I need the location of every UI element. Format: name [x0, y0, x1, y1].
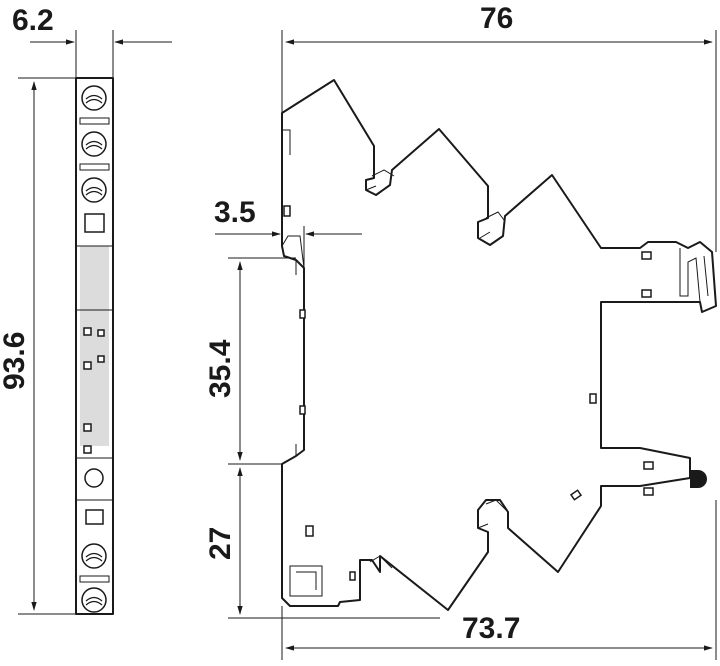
side-view: 76 3.5 35.4 27 73.7 — [204, 2, 717, 660]
dimension-height: 93.6 — [0, 332, 31, 390]
screw-terminal-icon — [81, 543, 107, 569]
release-button-icon — [84, 468, 104, 488]
front-view-grey-band — [80, 246, 109, 446]
led-indicator-icon — [690, 470, 707, 488]
label-window — [84, 213, 105, 233]
screw-terminal-icon — [81, 177, 107, 203]
front-view: 6.2 93.6 — [0, 4, 172, 615]
dimension-lower-height: 27 — [204, 527, 237, 560]
dimension-upper-height: 35.4 — [204, 339, 237, 398]
dimension-module-width: 6.2 — [12, 4, 54, 37]
dimension-rail-offset: 3.5 — [214, 196, 256, 229]
screw-terminal-icon — [81, 131, 107, 157]
screw-terminal-icon — [81, 85, 107, 111]
dimension-overall-length-top: 76 — [480, 2, 513, 35]
screw-terminal-icon — [81, 587, 107, 613]
dimension-overall-length-bottom: 73.7 — [462, 612, 520, 645]
side-view-housing — [281, 79, 717, 611]
